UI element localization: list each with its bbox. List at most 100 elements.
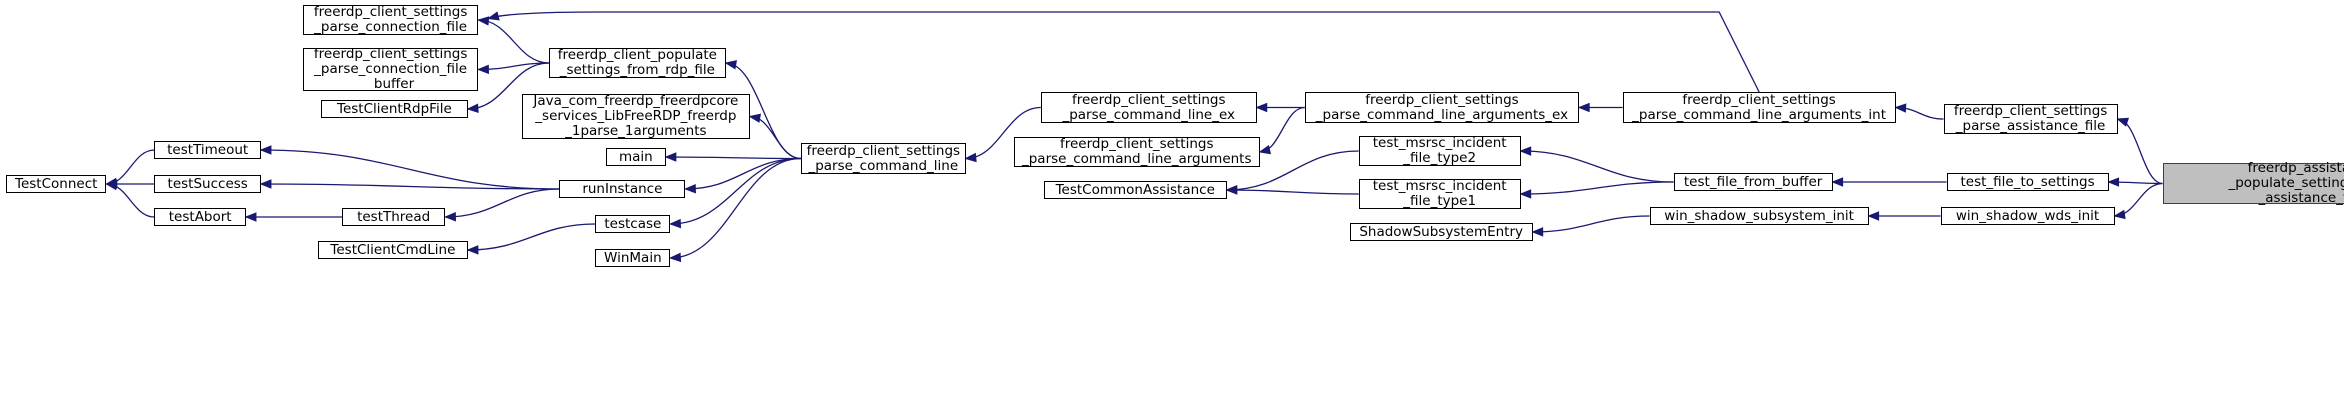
node-label-line: _assistance_file <box>2258 190 2344 206</box>
node-label-line: testAbort <box>168 208 232 225</box>
node-label-line: ShadowSubsystemEntry <box>1359 223 1524 240</box>
arrowhead <box>964 152 977 163</box>
winmain-node[interactable]: WinMain <box>595 249 671 267</box>
arrowhead <box>259 145 272 155</box>
test-timeout-node[interactable]: testTimeout <box>154 141 261 159</box>
test-success-node[interactable]: testSuccess <box>154 175 261 193</box>
parse-command-line-arguments-int-node[interactable]: freerdp_client_settings_parse_command_li… <box>1622 92 1896 123</box>
arrowhead <box>1258 145 1272 155</box>
arrowhead <box>664 152 677 162</box>
arrowhead <box>2107 177 2120 187</box>
win-shadow-wds-init-node[interactable]: win_shadow_wds_init <box>1940 207 2115 225</box>
node-label-line: WinMain <box>604 249 662 266</box>
node-label-line: freerdp_client_settings <box>1060 136 1214 152</box>
node-label-line: testSuccess <box>167 175 248 192</box>
arrowhead <box>259 179 272 189</box>
test-client-rdp-file-node[interactable]: TestClientRdpFile <box>320 100 468 118</box>
arrowhead <box>487 11 500 21</box>
testcase-node[interactable]: testcase <box>595 215 671 233</box>
node-label-line: freerdp_client_settings <box>806 142 961 159</box>
test-thread-node[interactable]: testThread <box>341 208 446 226</box>
call-edge <box>467 223 596 251</box>
arrowhead <box>748 113 761 123</box>
call-edge <box>1520 181 1674 195</box>
node-label-line: freerdp_client_settings <box>313 4 468 20</box>
node-label-line: TestClientRdpFile <box>337 100 452 117</box>
arrowhead <box>1519 146 1532 156</box>
call-edge <box>1532 215 1650 233</box>
arrowhead <box>1531 227 1544 237</box>
test-client-cmd-line-node[interactable]: TestClientCmdLine <box>317 241 468 259</box>
arrowhead <box>444 212 457 222</box>
call-edge <box>260 183 560 190</box>
test-common-assistance-node[interactable]: TestCommonAssistance <box>1043 181 1227 199</box>
parse-command-line-arguments-node[interactable]: freerdp_client_settings_parse_command_li… <box>1013 136 1260 167</box>
node-label-line: _parse_command_line <box>808 157 959 174</box>
node-label-line: test_msrsc_incident <box>1372 135 1507 151</box>
arrowhead <box>684 184 696 194</box>
arrowhead <box>1894 103 1907 113</box>
test-abort-node[interactable]: testAbort <box>154 208 246 226</box>
call-edge <box>665 156 801 160</box>
node-label-line: _1parse_1arguments <box>565 123 707 139</box>
node-label-line: _parse_command_line_ex <box>1062 106 1236 123</box>
test-file-from-buffer-node[interactable]: test_file_from_buffer <box>1673 173 1833 191</box>
parse-command-line-ex-node[interactable]: freerdp_client_settings_parse_command_li… <box>1040 92 1257 123</box>
node-label-line: freerdp_client_settings <box>1953 103 2108 119</box>
main-node[interactable]: main <box>605 148 666 166</box>
arrowhead <box>244 212 257 222</box>
node-label-line: TestClientCmdLine <box>330 241 456 258</box>
call-edge <box>1226 189 1359 195</box>
call-edge <box>467 62 549 110</box>
call-edge <box>445 188 560 218</box>
call-edge <box>670 157 801 259</box>
node-label-line: test_file_from_buffer <box>1683 173 1823 190</box>
node-label-line: _settings_from_rdp_file <box>559 62 715 78</box>
node-label-line: _file_type1 <box>1403 193 1477 209</box>
node-label-line: win_shadow_wds_init <box>1955 207 2100 224</box>
node-label-line: _populate_settings_from <box>2228 175 2344 191</box>
arrowhead <box>466 103 479 113</box>
parse-connection-file-node[interactable]: freerdp_client_settings_parse_connection… <box>302 4 479 35</box>
win-shadow-subsystem-init-node[interactable]: win_shadow_subsystem_init <box>1649 207 1869 225</box>
call-edge <box>1520 150 1674 183</box>
arrowhead <box>1225 185 1238 195</box>
call-edge <box>260 149 560 190</box>
run-instance-node[interactable]: runInstance <box>559 180 686 198</box>
node-label-line: Java_com_freerdp_freerdpcore <box>533 93 739 109</box>
test-msrsc-incident-file-type2-node[interactable]: test_msrsc_incident_file_type2 <box>1358 135 1521 166</box>
arrowhead <box>1255 102 1268 113</box>
arrowhead <box>669 252 682 263</box>
node-label-line: main <box>618 148 653 165</box>
arrowhead <box>477 16 490 26</box>
arrowhead <box>466 245 479 255</box>
arrowhead <box>477 64 489 75</box>
call-edge <box>670 157 801 225</box>
arrowhead <box>669 218 682 229</box>
node-label-line: freerdp_client_settings <box>1365 91 1519 108</box>
test-msrsc-incident-file-type1-node[interactable]: test_msrsc_incident_file_type1 <box>1358 178 1521 209</box>
node-label-line: _parse_connection_file <box>314 19 468 35</box>
arrowhead <box>1831 177 1844 187</box>
test-file-to-settings-node[interactable]: test_file_to_settings <box>1946 173 2109 191</box>
populate-settings-from-rdp-file-node[interactable]: freerdp_client_populate_settings_from_rd… <box>548 47 726 78</box>
node-label-line: freerdp_client_settings <box>313 46 468 62</box>
arrowhead <box>2116 117 2129 127</box>
node-label-line: _parse_command_line_arguments <box>1021 151 1252 167</box>
node-label-line: test_file_to_settings <box>1960 173 2095 190</box>
parse-assistance-file-node[interactable]: freerdp_client_settings_parse_assistance… <box>1943 103 2118 134</box>
parse-command-line-arguments-ex-node[interactable]: freerdp_client_settings_parse_command_li… <box>1304 91 1580 123</box>
node-label-line: test_msrsc_incident <box>1372 178 1507 194</box>
node-label-line: testTimeout <box>167 141 249 158</box>
node-label-line: _file_type2 <box>1403 150 1477 166</box>
parse-command-line-node[interactable]: freerdp_client_settings_parse_command_li… <box>800 142 966 174</box>
node-label-line: testThread <box>357 208 431 225</box>
parse-connection-file-buffer-node[interactable]: freerdp_client_settings_parse_connection… <box>302 46 479 92</box>
node-label-line: testcase <box>604 215 662 232</box>
node-label-line: TestCommonAssistance <box>1055 181 1215 198</box>
shadow-subsystem-entry-node[interactable]: ShadowSubsystemEntry <box>1349 223 1533 241</box>
test-connect-node[interactable]: TestConnect <box>5 175 107 193</box>
java-parse-arguments-node[interactable]: Java_com_freerdp_freerdpcore_services_Li… <box>521 93 750 139</box>
arrowhead <box>724 60 737 70</box>
node-label-line: freerdp_client_populate <box>557 47 717 63</box>
